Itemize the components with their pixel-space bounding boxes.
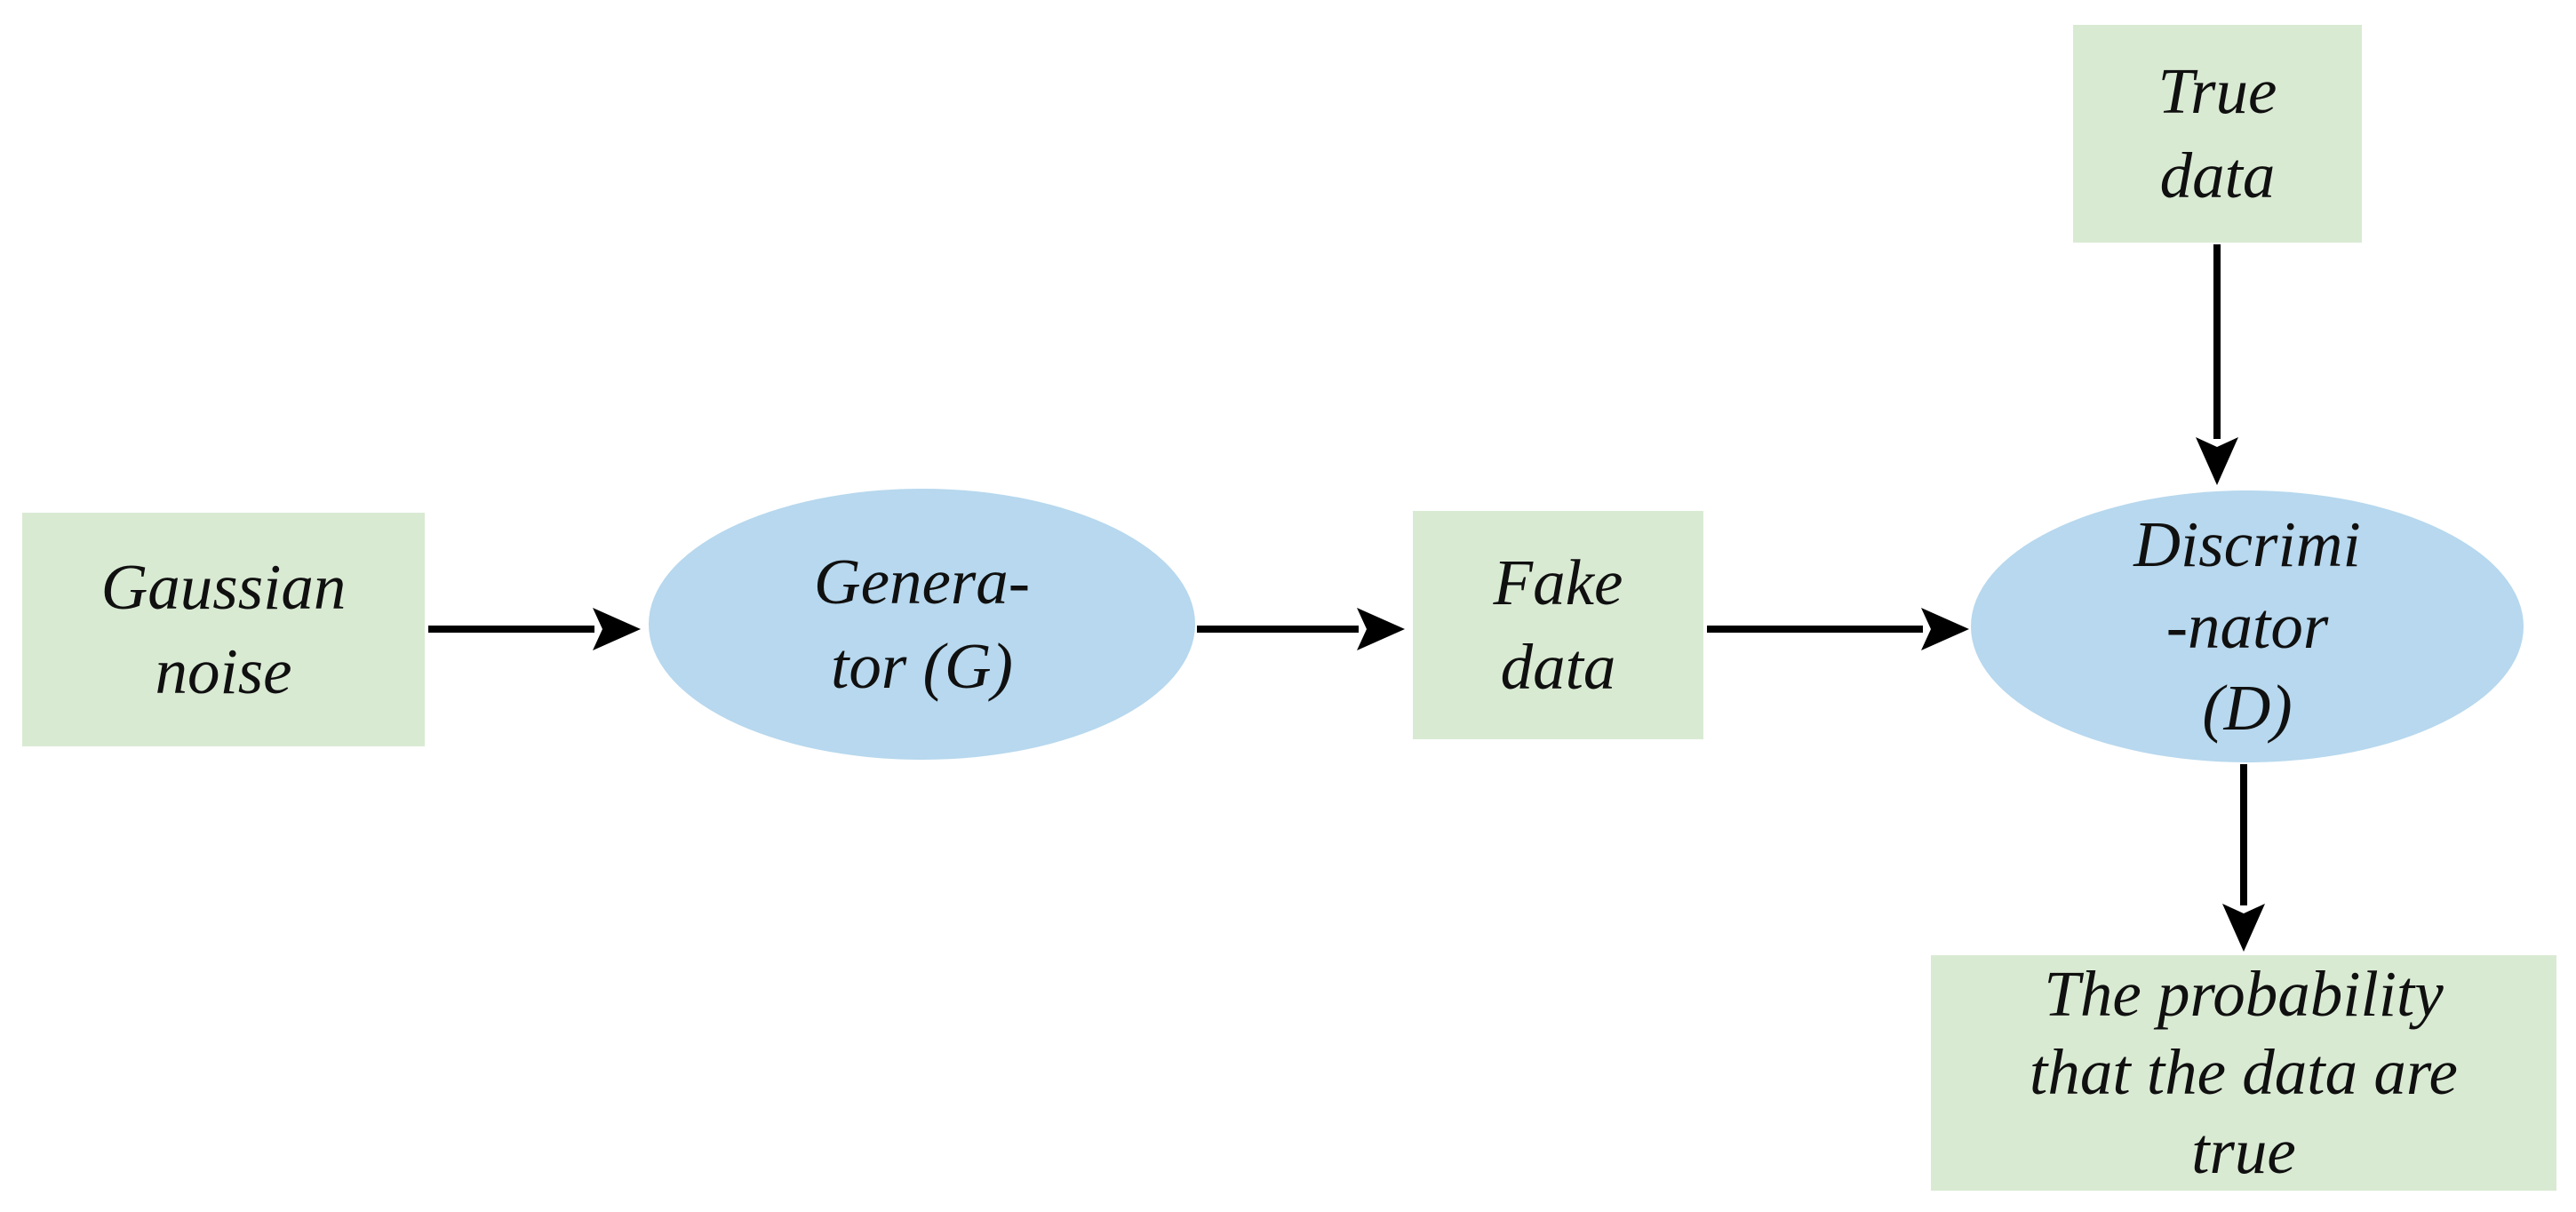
node-label-line: true — [2191, 1114, 2296, 1187]
node-label-line: tor (G) — [831, 629, 1013, 702]
node-label-line: True — [2157, 54, 2277, 127]
node-label-line: data — [1500, 630, 1616, 703]
node-label-line: (D) — [2202, 671, 2293, 744]
node-label-line: Gaussian — [100, 550, 347, 623]
node-label-line: noise — [155, 634, 292, 707]
node-discriminator: Discrimi -nator (D) — [1971, 490, 2524, 762]
node-label-line: Fake — [1493, 546, 1623, 618]
node-fake-data: Fake data — [1413, 511, 1703, 739]
node-label-line: -nator — [2165, 590, 2329, 663]
node-gaussian-noise: Gaussian noise — [22, 513, 425, 746]
node-label-line: Discrimi — [2133, 508, 2361, 581]
node-true-data: True data — [2073, 25, 2362, 243]
node-generator: Genera- tor (G) — [649, 489, 1195, 760]
node-label-line: Genera- — [813, 545, 1031, 618]
node-label-line: data — [2159, 139, 2276, 211]
node-label-line: The probability — [2044, 958, 2444, 1030]
node-label-line: that the data are — [2030, 1036, 2458, 1109]
node-probability-output: The probability that the data are true — [1931, 955, 2556, 1191]
